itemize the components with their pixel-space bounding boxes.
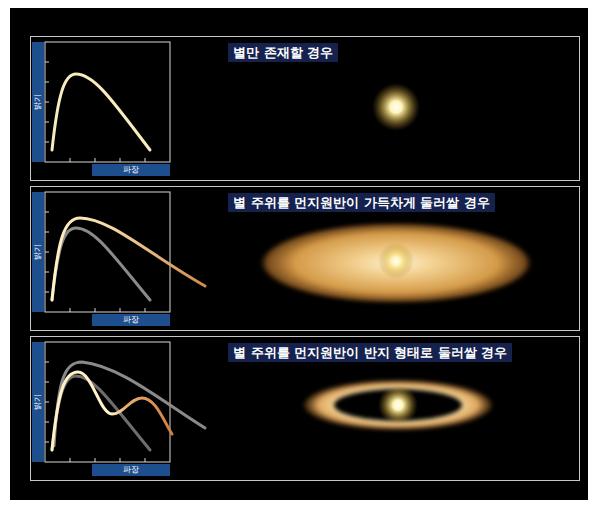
- star-curve: [52, 376, 150, 450]
- star: [378, 385, 418, 425]
- spectrum-chart: [32, 342, 170, 476]
- x-axis-label: 파장: [123, 165, 139, 175]
- spectrum-curve: [52, 74, 150, 150]
- dust-disk: [260, 223, 532, 303]
- x-axis-label: 파장: [123, 465, 139, 475]
- dust-ring: [304, 380, 492, 430]
- star: [372, 83, 420, 131]
- panel-caption: 별 주위를 먼지원반이 반지 형태로 둘러쌀 경우: [228, 343, 512, 362]
- y-axis-label: 밝기: [33, 394, 43, 410]
- star-curve: [52, 228, 150, 300]
- panel-caption: 별 주위를 먼지원반이 가득차게 둘러쌀 경우: [228, 193, 495, 212]
- spectrum-chart: [32, 42, 170, 176]
- panel-caption: 별만 존재할 경우: [228, 43, 338, 62]
- panel: 별만 존재할 경우: [30, 36, 580, 181]
- panel: 별 주위를 먼지원반이 가득차게 둘러쌀 경우: [30, 186, 580, 331]
- star: [378, 243, 414, 279]
- y-axis-label: 밝기: [33, 94, 43, 110]
- spectrum-chart: [32, 192, 170, 326]
- spectrum-curve: [52, 372, 172, 450]
- y-axis-label: 밝기: [33, 244, 43, 260]
- x-axis-label: 파장: [123, 315, 139, 325]
- spectrum-curve: [52, 218, 205, 300]
- background: [10, 8, 588, 500]
- panel: 별 주위를 먼지원반이 반지 형태로 둘러쌀 경우: [30, 336, 580, 481]
